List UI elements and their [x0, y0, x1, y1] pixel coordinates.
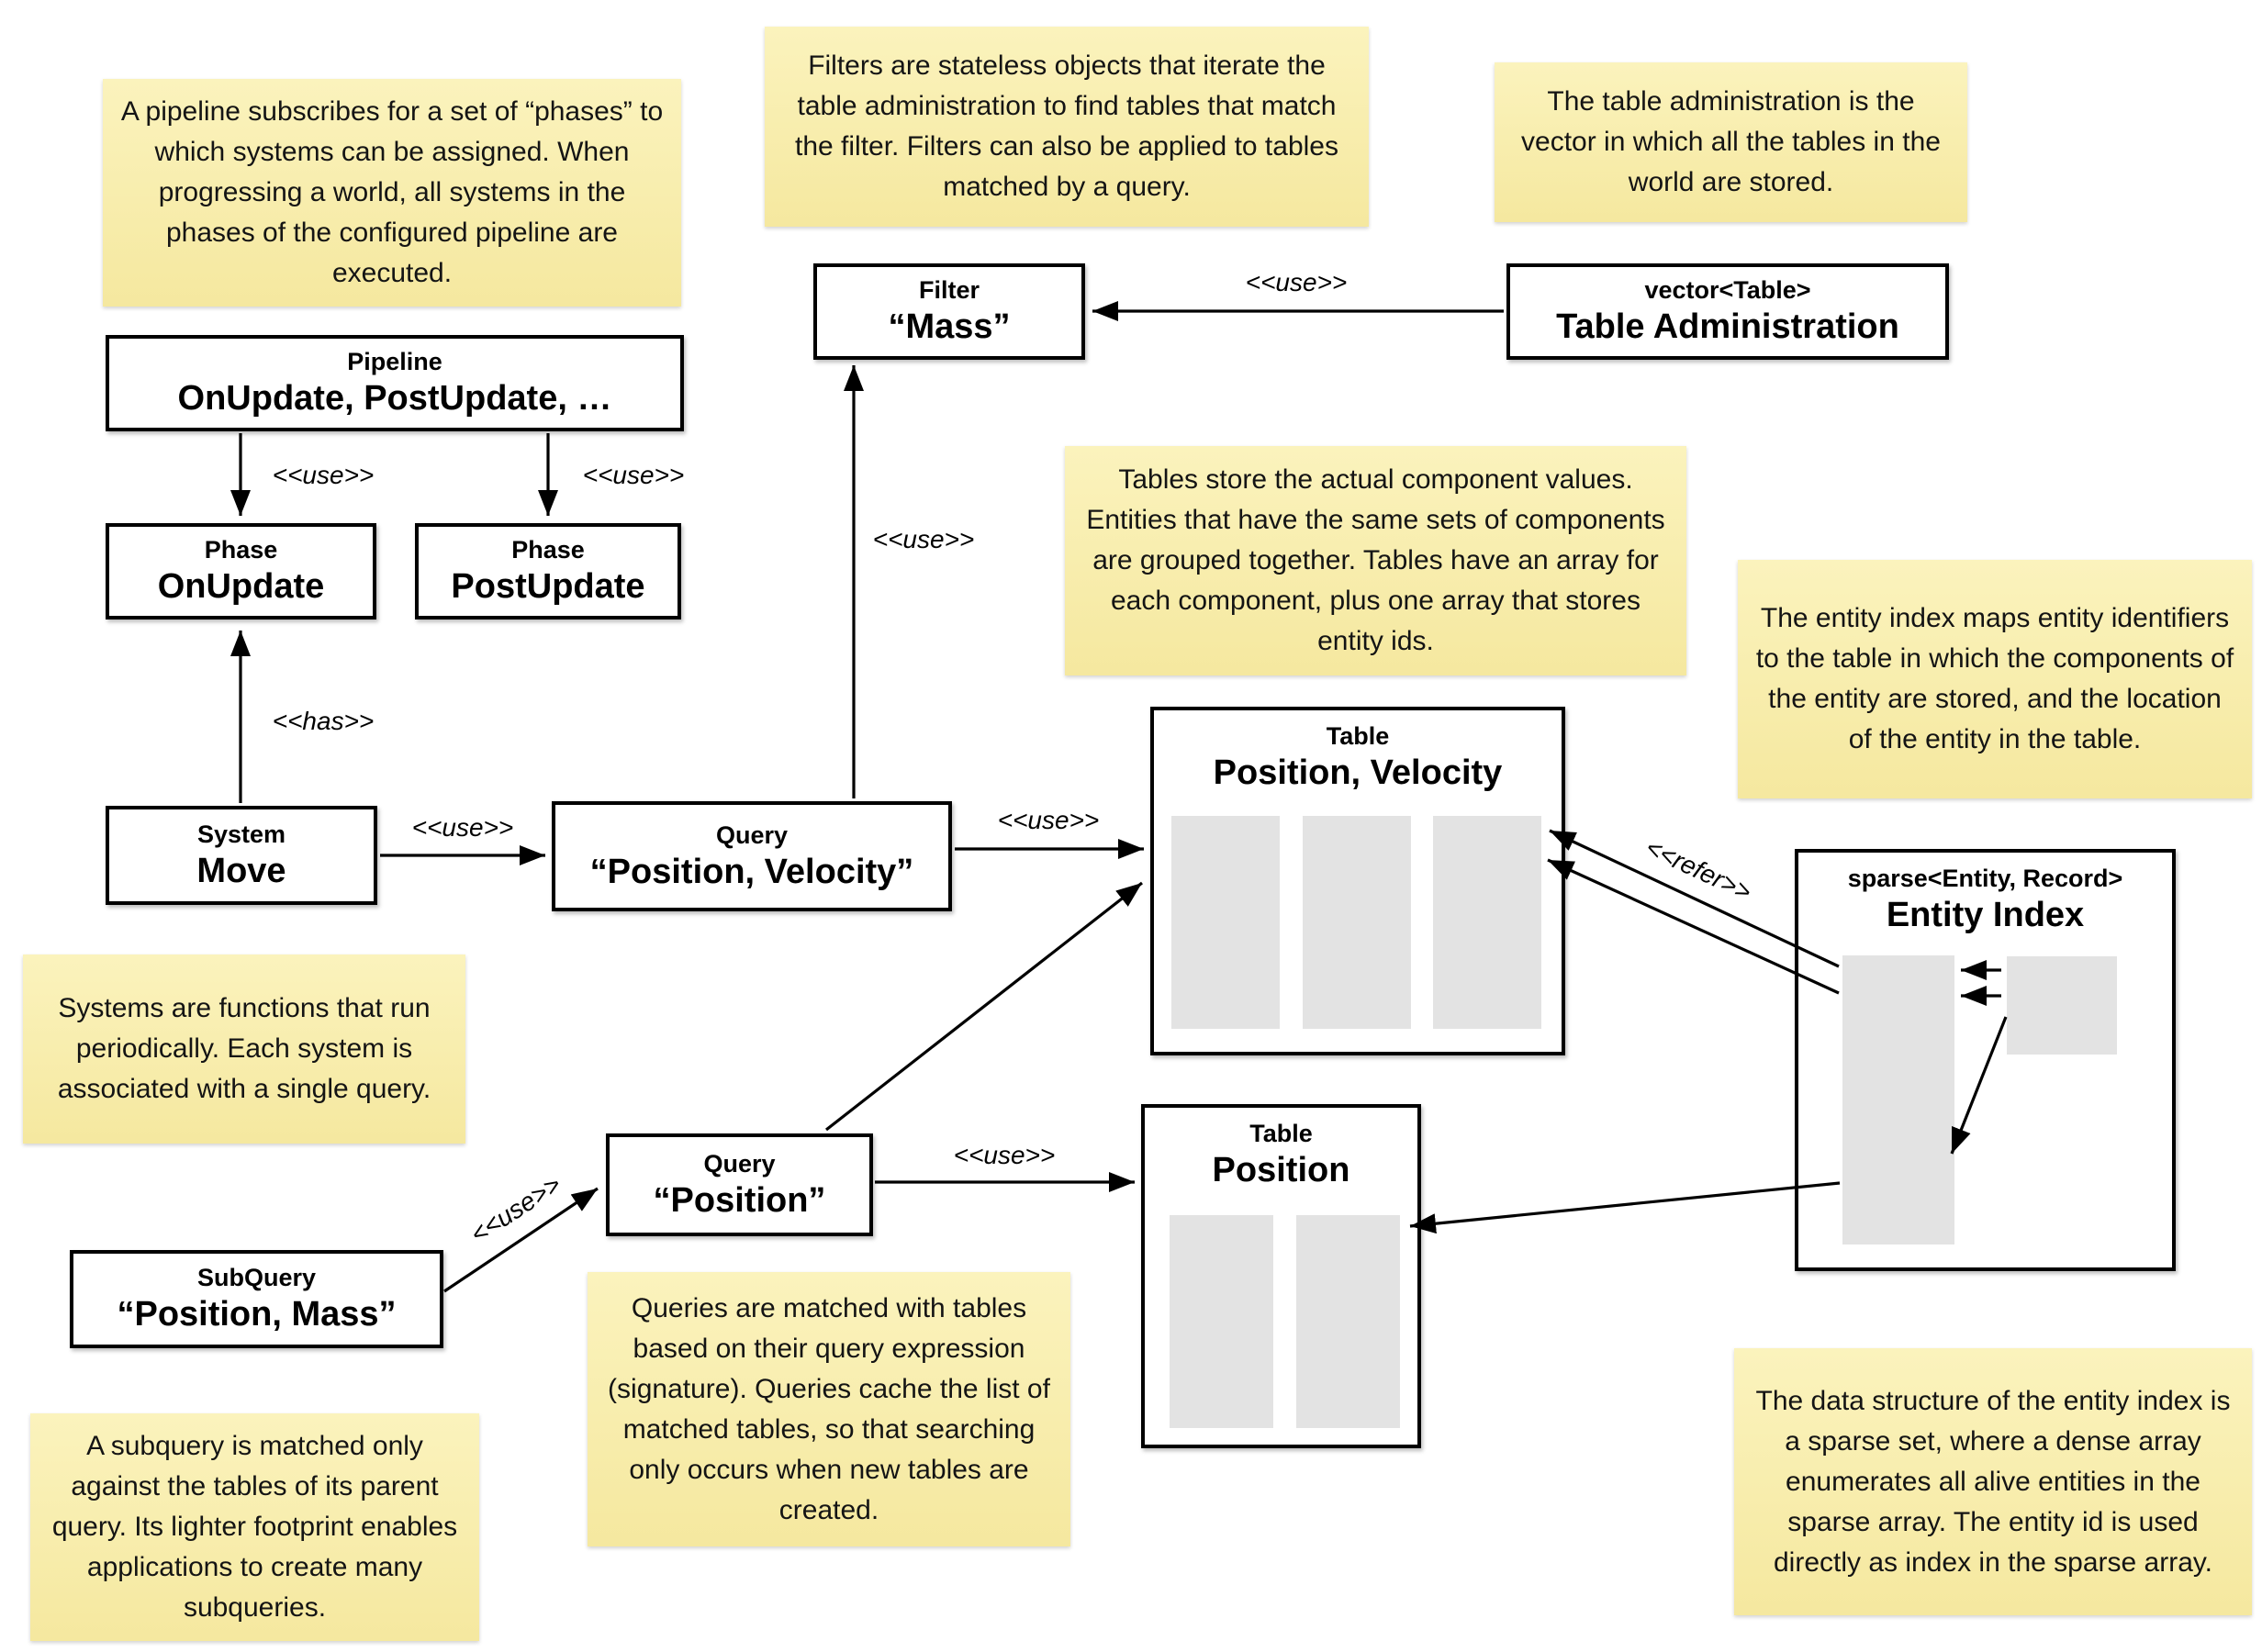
box-table-position: Table Position [1141, 1104, 1421, 1448]
box-table-administration-value: Table Administration [1556, 307, 1899, 346]
label-use-subquery-query: <<use>> [465, 1169, 566, 1249]
box-entity-index: sparse<Entity, Record> Entity Index [1795, 849, 2176, 1271]
note-queries: Queries are matched with tables based on… [588, 1272, 1070, 1546]
arrow-query-position-to-table-position-velocity [825, 881, 1143, 1132]
box-phase-onupdate-title: Phase [204, 536, 278, 564]
box-table-administration: vector<Table> Table Administration [1506, 263, 1949, 360]
note-table-administration-text: The table administration is the vector i… [1521, 86, 1941, 197]
box-phase-onupdate-value: OnUpdate [157, 567, 325, 606]
box-table-position-value: Position [1212, 1151, 1350, 1189]
label-refer-entity-index: <<refer>> [1641, 832, 1756, 907]
box-system-move-value: Move [196, 851, 286, 890]
box-entity-index-value: Entity Index [1886, 896, 2085, 934]
box-filter-mass-title: Filter [918, 276, 980, 304]
arrow-entity-index-to-table-position [1409, 1181, 1841, 1234]
component-array-1 [1171, 816, 1280, 1029]
box-table-position-velocity: Table Position, Velocity [1150, 707, 1565, 1055]
note-pipeline: A pipeline subscribes for a set of “phas… [103, 79, 681, 307]
label-use-query-table-p: <<use>> [953, 1141, 1056, 1169]
box-query-position: Query “Position” [606, 1133, 873, 1236]
note-entity-index: The entity index maps entity identifiers… [1738, 560, 2252, 798]
note-pipeline-text: A pipeline subscribes for a set of “phas… [120, 96, 664, 288]
label-use-pipeline-onupdate: <<use>> [272, 461, 375, 489]
note-systems-text: Systems are functions that run periodica… [57, 993, 431, 1104]
box-query-position-value: “Position” [653, 1180, 826, 1220]
box-table-position-velocity-title: Table [1326, 722, 1390, 750]
note-filters: Filters are stateless objects that itera… [765, 27, 1369, 227]
label-use-query-filter: <<use>> [872, 525, 975, 553]
box-entity-index-title: sparse<Entity, Record> [1847, 865, 2123, 892]
box-query-position-velocity: Query “Position, Velocity” [552, 801, 952, 911]
component-array-4 [1170, 1215, 1273, 1428]
label-use-tableadmin-filter: <<use>> [1245, 268, 1348, 296]
box-query-position-title: Query [703, 1149, 776, 1178]
note-systems: Systems are functions that run periodica… [23, 954, 465, 1144]
note-tables-text: Tables store the actual component values… [1086, 464, 1665, 656]
box-pipeline-title: Pipeline [347, 348, 442, 375]
box-phase-postupdate-title: Phase [511, 536, 585, 564]
label-use-system-query: <<use>> [411, 813, 514, 842]
box-query-position-velocity-title: Query [715, 820, 789, 849]
note-sparse-set: The data structure of the entity index i… [1734, 1348, 2252, 1615]
box-query-position-velocity-value: “Position, Velocity” [589, 852, 914, 891]
component-array-2 [1303, 816, 1411, 1029]
box-system-move-title: System [196, 820, 286, 848]
note-sparse-set-text: The data structure of the entity index i… [1755, 1385, 2231, 1578]
box-phase-postupdate-value: PostUpdate [451, 567, 645, 606]
box-filter-mass-value: “Mass” [888, 307, 1011, 346]
note-queries-text: Queries are matched with tables based on… [608, 1292, 1050, 1525]
box-filter-mass: Filter “Mass” [813, 263, 1085, 360]
box-phase-onupdate: Phase OnUpdate [106, 523, 376, 620]
sparse-array-block [1842, 955, 1954, 1245]
box-table-administration-title: vector<Table> [1644, 276, 1811, 304]
box-table-position-header: Table Position [1145, 1119, 1417, 1191]
box-pipeline: Pipeline OnUpdate, PostUpdate, … [106, 335, 684, 431]
note-tables: Tables store the actual component values… [1065, 446, 1686, 675]
box-subquery-position-mass-title: SubQuery [196, 1264, 317, 1291]
box-table-position-velocity-value: Position, Velocity [1213, 753, 1503, 792]
box-phase-postupdate: Phase PostUpdate [415, 523, 681, 620]
box-table-position-title: Table [1249, 1120, 1313, 1147]
note-subqueries: A subquery is matched only against the t… [30, 1413, 479, 1641]
box-pipeline-value: OnUpdate, PostUpdate, … [177, 379, 612, 418]
box-subquery-position-mass-value: “Position, Mass” [117, 1295, 397, 1334]
box-system-move: System Move [106, 806, 377, 905]
note-subqueries-text: A subquery is matched only against the t… [51, 1431, 458, 1623]
component-array-5 [1296, 1215, 1400, 1428]
note-table-administration: The table administration is the vector i… [1495, 62, 1967, 222]
box-table-position-velocity-header: Table Position, Velocity [1154, 721, 1562, 794]
note-entity-index-text: The entity index maps entity identifiers… [1755, 603, 2234, 754]
dense-array-block [2007, 956, 2117, 1055]
box-entity-index-header: sparse<Entity, Record> Entity Index [1798, 864, 2172, 936]
label-has-system-phase: <<has>> [272, 707, 375, 735]
note-filters-text: Filters are stateless objects that itera… [794, 50, 1338, 202]
label-use-pipeline-postupdate: <<use>> [582, 461, 685, 489]
label-use-query-table-pv: <<use>> [997, 806, 1100, 834]
component-array-3 [1433, 816, 1541, 1029]
box-subquery-position-mass: SubQuery “Position, Mass” [70, 1250, 443, 1348]
